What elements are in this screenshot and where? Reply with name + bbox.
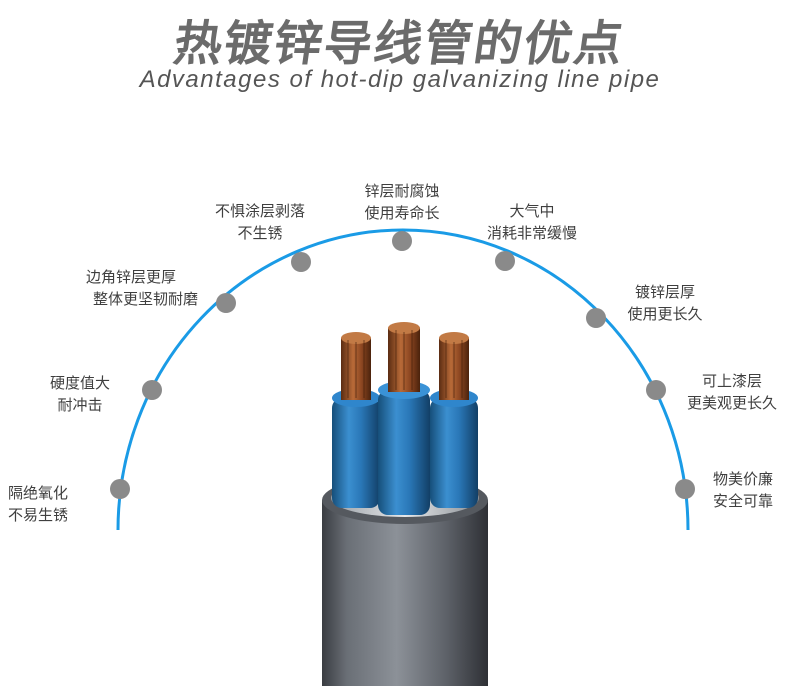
advantage-label: 隔绝氧化 不易生锈 (8, 484, 69, 524)
advantage-label: 物美价廉 安全可靠 (712, 470, 773, 510)
advantage-label: 镀锌层厚 使用更长久 (627, 283, 703, 323)
page-subtitle: Advantages of hot-dip galvanizing line p… (139, 66, 661, 93)
advantage-dot (110, 479, 130, 499)
advantage-label: 大气中 消耗非常缓慢 (486, 202, 577, 242)
cable (322, 322, 488, 686)
advantage-label: 锌层耐腐蚀 使用寿命长 (364, 182, 440, 222)
advantage-dot (646, 380, 666, 400)
advantage-dot (291, 252, 311, 272)
advantage-dot (586, 308, 606, 328)
advantage-dot (495, 251, 515, 271)
advantage-dot (216, 293, 236, 313)
advantage-label: 不惧涂层剥落 不生锈 (214, 202, 305, 242)
advantage-label: 边角锌层更厚 整体更坚韧耐磨 (85, 268, 198, 308)
advantage-label: 可上漆层 更美观更长久 (686, 372, 777, 412)
advantage-dot (142, 380, 162, 400)
advantage-dot (392, 231, 412, 251)
advantage-label: 硬度值大 耐冲击 (49, 374, 110, 414)
advantage-dot (675, 479, 695, 499)
